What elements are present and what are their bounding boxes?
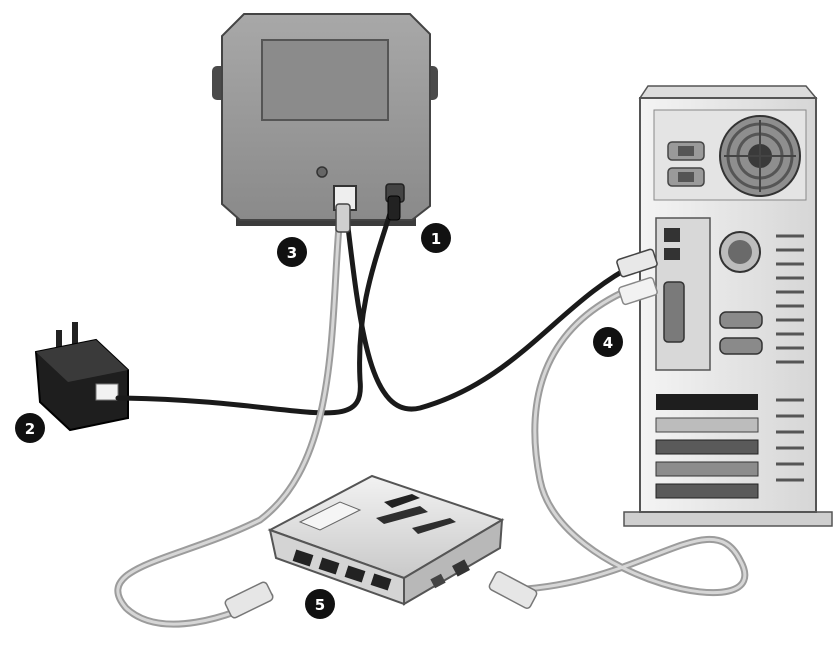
usb-plug-connectors <box>224 195 658 619</box>
badge-two: 2 <box>15 413 45 443</box>
badge-five-label: 5 <box>315 596 325 614</box>
usb-cable-black <box>343 207 643 412</box>
badge-four-label: 4 <box>603 334 613 352</box>
power-cable <box>115 197 397 416</box>
badge-five: 5 <box>305 589 335 619</box>
scanner-device-icon <box>212 13 438 226</box>
badge-three: 3 <box>277 237 307 267</box>
badge-one-label: 1 <box>431 230 441 248</box>
badge-one: 1 <box>421 223 451 253</box>
usb-cable-gray-pc <box>496 286 749 597</box>
power-adapter-icon <box>34 322 129 432</box>
usb-cable-gray-device <box>114 210 344 628</box>
badge-three-label: 3 <box>287 244 297 262</box>
badge-two-label: 2 <box>25 420 35 438</box>
badge-four: 4 <box>593 327 623 357</box>
desktop-computer-icon <box>623 85 833 527</box>
usb-hub-icon <box>267 474 505 606</box>
